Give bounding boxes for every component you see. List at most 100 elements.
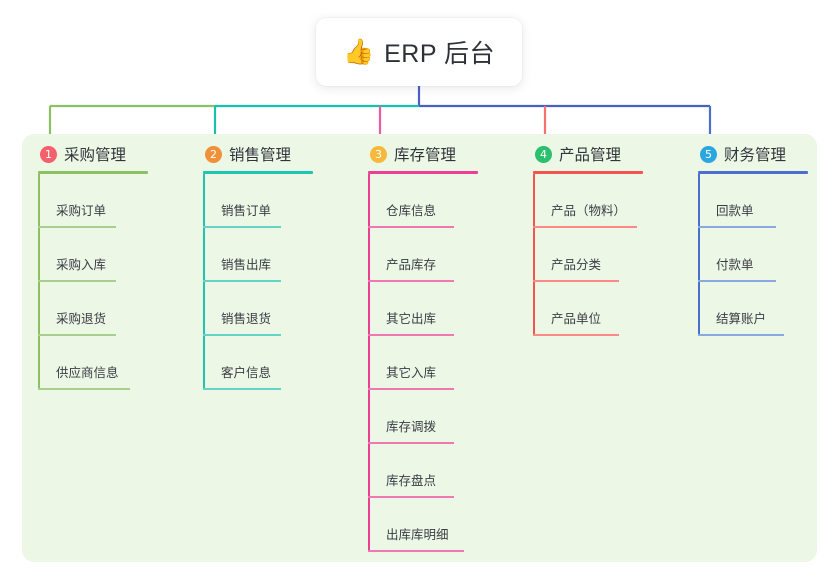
leaf-item-label: 销售出库	[221, 257, 272, 272]
leaf-item-underline	[38, 226, 116, 228]
leaf-item-label: 其它入库	[386, 365, 437, 380]
branch-title-sales: 销售管理	[229, 147, 292, 164]
leaf-item-underline	[368, 334, 454, 336]
leaf-item-underline	[698, 280, 776, 282]
branches-panel	[22, 134, 817, 562]
leaf-item-label: 供应商信息	[56, 365, 119, 380]
root-node[interactable]: 👍 ERP 后台	[316, 18, 522, 86]
leaf-item-label: 付款单	[716, 257, 754, 272]
branch-column-purchase: 1 采购管理采购订单采购入库采购退货供应商信息	[38, 142, 148, 390]
branch-number-badge-inventory: 3	[370, 145, 387, 163]
leaf-item[interactable]: 销售出库	[203, 228, 313, 282]
leaf-item-label: 仓库信息	[386, 203, 437, 218]
branch-title-finance: 财务管理	[724, 147, 787, 164]
leaf-item[interactable]: 产品单位	[533, 282, 643, 336]
leaf-item[interactable]: 库存盘点	[368, 444, 478, 498]
leaf-item-underline	[368, 496, 454, 498]
leaf-item[interactable]: 采购入库	[38, 228, 148, 282]
branch-spine-sales	[203, 173, 205, 390]
leaf-item-label: 销售退货	[221, 311, 272, 326]
leaf-item[interactable]: 客户信息	[203, 336, 313, 390]
leaf-item-underline	[533, 280, 619, 282]
branch-column-product: 4 产品管理产品（物料） 产品分类产品单位	[533, 142, 643, 336]
branch-title-inventory: 库存管理	[394, 147, 457, 164]
branch-items-inventory: 仓库信息产品库存其它出库其它入库库存调拨库存盘点出库库明细	[368, 173, 478, 552]
leaf-item-underline	[368, 442, 454, 444]
branch-title-purchase: 采购管理	[64, 147, 127, 164]
branch-column-sales: 2 销售管理销售订单销售出库销售退货客户信息	[203, 142, 313, 390]
branch-number-badge-purchase: 1	[40, 145, 57, 163]
branch-header-inventory[interactable]: 3 库存管理	[368, 142, 478, 166]
leaf-item-underline	[203, 388, 281, 390]
branch-number-badge-product: 4	[535, 145, 552, 163]
thumbs-up-icon: 👍	[342, 37, 375, 66]
leaf-item-label: 出库库明细	[386, 527, 449, 542]
leaf-item-label: 库存调拨	[386, 419, 437, 434]
branch-number-badge-finance: 5	[700, 145, 717, 163]
branch-header-product[interactable]: 4 产品管理	[533, 142, 643, 166]
leaf-item[interactable]: 销售退货	[203, 282, 313, 336]
leaf-item-label: 库存盘点	[386, 473, 437, 488]
leaf-item[interactable]: 仓库信息	[368, 174, 478, 228]
branch-column-finance: 5 财务管理回款单付款单结算账户	[698, 142, 808, 336]
leaf-item[interactable]: 供应商信息	[38, 336, 148, 390]
leaf-item-label: 销售订单	[221, 203, 272, 218]
leaf-item[interactable]: 其它入库	[368, 336, 478, 390]
leaf-item-label: 产品库存	[386, 257, 437, 272]
leaf-item[interactable]: 其它出库	[368, 282, 478, 336]
leaf-item-underline	[698, 334, 784, 336]
leaf-item-underline	[698, 226, 776, 228]
branch-items-finance: 回款单付款单结算账户	[698, 173, 808, 336]
leaf-item-underline	[368, 388, 454, 390]
leaf-item-underline	[38, 280, 116, 282]
branch-spine-inventory	[368, 173, 370, 552]
branch-number-badge-sales: 2	[205, 145, 222, 163]
leaf-item-label: 产品（物料）	[551, 203, 627, 218]
leaf-item-underline	[533, 226, 637, 228]
leaf-item-label: 采购入库	[56, 257, 107, 272]
leaf-item-underline	[203, 280, 281, 282]
leaf-item-underline	[368, 550, 464, 552]
branch-spine-purchase	[38, 173, 40, 390]
leaf-item-label: 产品分类	[551, 257, 602, 272]
leaf-item-underline	[38, 334, 116, 336]
branch-items-product: 产品（物料） 产品分类产品单位	[533, 173, 643, 336]
branch-items-purchase: 采购订单采购入库采购退货供应商信息	[38, 173, 148, 390]
leaf-item[interactable]: 销售订单	[203, 174, 313, 228]
leaf-item-label: 产品单位	[551, 311, 602, 326]
leaf-item[interactable]: 回款单	[698, 174, 808, 228]
leaf-item[interactable]: 付款单	[698, 228, 808, 282]
leaf-item-underline	[533, 334, 619, 336]
leaf-item-underline	[38, 388, 130, 390]
branch-column-inventory: 3 库存管理仓库信息产品库存其它出库其它入库库存调拨库存盘点出库库明细	[368, 142, 478, 552]
leaf-item[interactable]: 产品（物料）	[533, 174, 643, 228]
leaf-item-underline	[203, 226, 281, 228]
leaf-item-underline	[203, 334, 281, 336]
leaf-item[interactable]: 结算账户	[698, 282, 808, 336]
branch-underline-product	[533, 171, 643, 174]
leaf-item[interactable]: 产品分类	[533, 228, 643, 282]
branch-underline-sales	[203, 171, 313, 174]
leaf-item-label: 客户信息	[221, 365, 272, 380]
branch-header-purchase[interactable]: 1 采购管理	[38, 142, 148, 166]
leaf-item-label: 回款单	[716, 203, 754, 218]
branch-spine-product	[533, 173, 535, 336]
leaf-item[interactable]: 库存调拨	[368, 390, 478, 444]
branch-items-sales: 销售订单销售出库销售退货客户信息	[203, 173, 313, 390]
leaf-item-label: 结算账户	[716, 311, 767, 326]
leaf-item-label: 采购退货	[56, 311, 107, 326]
leaf-item[interactable]: 产品库存	[368, 228, 478, 282]
branch-title-product: 产品管理	[559, 147, 622, 164]
branch-spine-finance	[698, 173, 700, 336]
leaf-item[interactable]: 采购订单	[38, 174, 148, 228]
branch-header-finance[interactable]: 5 财务管理	[698, 142, 808, 166]
leaf-item-underline	[368, 226, 454, 228]
branch-underline-purchase	[38, 171, 148, 174]
leaf-item-label: 采购订单	[56, 203, 107, 218]
leaf-item[interactable]: 采购退货	[38, 282, 148, 336]
leaf-item[interactable]: 出库库明细	[368, 498, 478, 552]
leaf-item-underline	[368, 280, 454, 282]
branch-header-sales[interactable]: 2 销售管理	[203, 142, 313, 166]
leaf-item-label: 其它出库	[386, 311, 437, 326]
